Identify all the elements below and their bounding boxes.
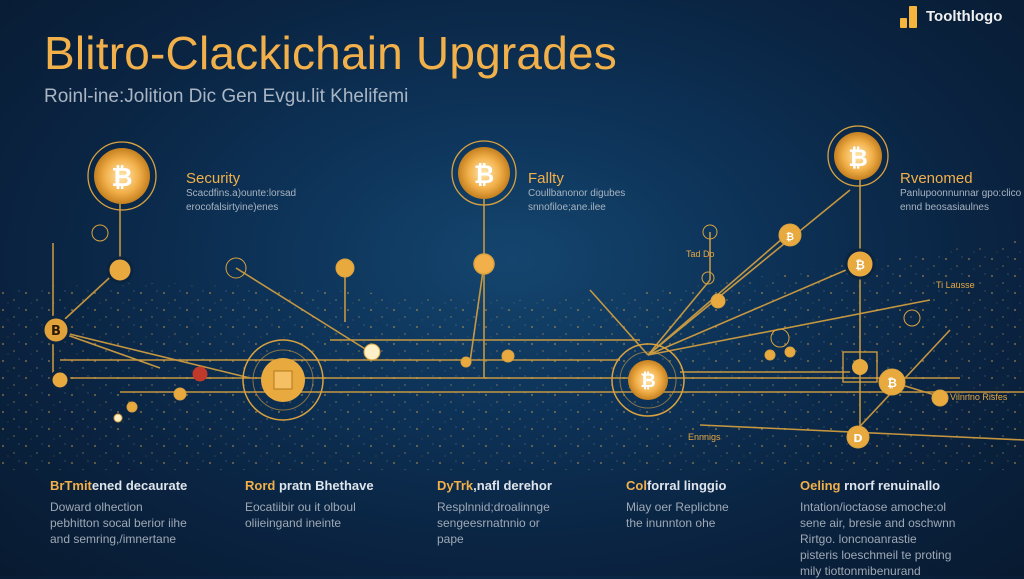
top-node-security: ₿	[87, 141, 157, 211]
svg-text:₿: ₿	[474, 160, 494, 189]
card-desc-line: Eocatiibir ou it olboul	[245, 500, 356, 514]
info-card-4: Colforral linggio Miay oer Replicbne the…	[626, 478, 729, 531]
info-card-5: Oeling rnorf renuinallo Intation/ioctaos…	[800, 478, 955, 579]
card-desc-line: oliieingand ineinte	[245, 516, 342, 530]
card-title-rest: ened decaurate	[91, 478, 188, 493]
node-title: Rvenomed	[900, 170, 973, 187]
card-desc: Intation/ioctaose amoche:ol sene air, br…	[800, 499, 955, 579]
card-desc-line: Resplnnid;droalinnge	[437, 500, 550, 514]
node-desc-line: erocofalsirtyine)enes	[186, 202, 279, 213]
svg-text:₿: ₿	[111, 163, 132, 193]
bar-chart-logo-icon	[900, 4, 920, 28]
logo-text: Toolthlogo	[926, 7, 1003, 25]
card-desc-line: Intation/ioctaose amoche:ol	[800, 500, 947, 514]
top-node-label-fallty: Fallty Coullbanonor digubes snnofiloe;an…	[528, 170, 625, 215]
card-title-accent: DyTrk	[437, 478, 474, 493]
card-desc-line: sene air, bresie and oschwnn	[800, 516, 956, 530]
left-hub	[242, 339, 324, 421]
card-title: Oeling rnorf renuinallo	[800, 478, 955, 493]
card-desc-line: pisteris loeschmeil te proting	[800, 548, 952, 562]
card-desc-line: Rirtgo. loncnoanrastie	[800, 532, 917, 546]
page-title: Blitro-Clackichain Upgrades	[44, 27, 617, 79]
top-node-fallty: ₿	[451, 140, 517, 206]
card-desc: Miay oer Replicbne the inunnton ohe	[626, 499, 729, 531]
card-title-rest: rnorf renuinallo	[840, 478, 941, 493]
card-title: DyTrk,nafl derehor	[437, 478, 552, 493]
node-title: Security	[186, 170, 241, 187]
svg-text:₿: ₿	[855, 258, 865, 272]
info-card-3: DyTrk,nafl derehor Resplnnid;droalinnge …	[437, 478, 552, 547]
card-desc-line: sengeesrnatnnio or	[437, 516, 540, 530]
node-desc-line: Panlupoonnunnar gpo:clico	[900, 188, 1022, 199]
node-title: Fallty	[528, 170, 564, 187]
svg-text:₿: ₿	[887, 376, 897, 390]
card-title-accent: Rord	[245, 478, 276, 493]
info-card-2: Rord pratn Bhethave Eocatiibir ou it olb…	[245, 478, 374, 531]
diagram-label-lower-mid: Ennnigs	[688, 432, 721, 442]
card-desc-line: pebhitton socal berior iihe	[50, 516, 187, 530]
card-title-accent: Col	[626, 478, 647, 493]
page-subtitle: Roinl-ine:Jolition Dic Gen Evgu.lit Khel…	[44, 86, 409, 107]
diagram-label-mid-pair: Tad Do	[686, 249, 715, 259]
card-desc: Eocatiibir ou it olboul oliieingand inei…	[245, 499, 374, 531]
node-desc-line: Scacdfins.a)ounte:lorsad	[186, 188, 297, 199]
card-desc-line: Miay oer Replicbne	[626, 500, 729, 514]
card-desc-line: Doward olhection	[50, 500, 143, 514]
card-title-rest: ,nafl derehor	[473, 478, 552, 493]
top-node-rvenomed: ₿	[827, 125, 889, 187]
card-title-rest: pratn Bhethave	[275, 478, 374, 493]
diagram-label-right-upper: Ti Lausse	[936, 280, 975, 290]
card-desc-line: pape	[437, 532, 464, 546]
top-node-label-security: Security Scacdfins.a)ounte:lorsad erocof…	[186, 170, 296, 215]
diagram-label-right-lower: Vilnnno Risfes	[950, 392, 1008, 402]
card-title: BrTmitened decaurate	[50, 478, 187, 493]
top-node-label-rvenomed: Rvenomed Panlupoonnunnar gpo:clico ennd …	[900, 170, 1021, 215]
node-desc-line: snnofiloe;ane.ilee	[528, 202, 606, 213]
right-hub: ₿	[611, 343, 685, 417]
node-desc-line: Coullbanonor digubes	[528, 188, 626, 199]
svg-text:₿: ₿	[786, 231, 794, 243]
brand-logo[interactable]: Toolthlogo	[900, 4, 1002, 28]
svg-text:D: D	[853, 432, 862, 445]
svg-text:₿: ₿	[640, 370, 655, 392]
card-title-accent: BrTmit	[50, 478, 92, 493]
svg-text:B: B	[51, 324, 61, 339]
card-desc: Doward olhection pebhitton socal berior …	[50, 499, 187, 547]
card-desc-line: and semring,/imnertane	[50, 532, 177, 546]
card-title: Colforral linggio	[626, 478, 729, 493]
svg-text:₿: ₿	[848, 144, 868, 172]
card-title-accent: Oeling	[800, 478, 841, 493]
card-title: Rord pratn Bhethave	[245, 478, 374, 493]
card-desc-line: mily tiottonmibenurand	[800, 564, 921, 578]
card-desc: Resplnnid;droalinnge sengeesrnatnnio or …	[437, 499, 552, 547]
info-card-1: BrTmitened decaurate Doward olhection pe…	[50, 478, 187, 547]
node-desc-line: ennd beosasiaulnes	[900, 202, 989, 213]
card-title-rest: forral linggio	[646, 478, 727, 493]
card-desc-line: the inunnton ohe	[626, 516, 716, 530]
